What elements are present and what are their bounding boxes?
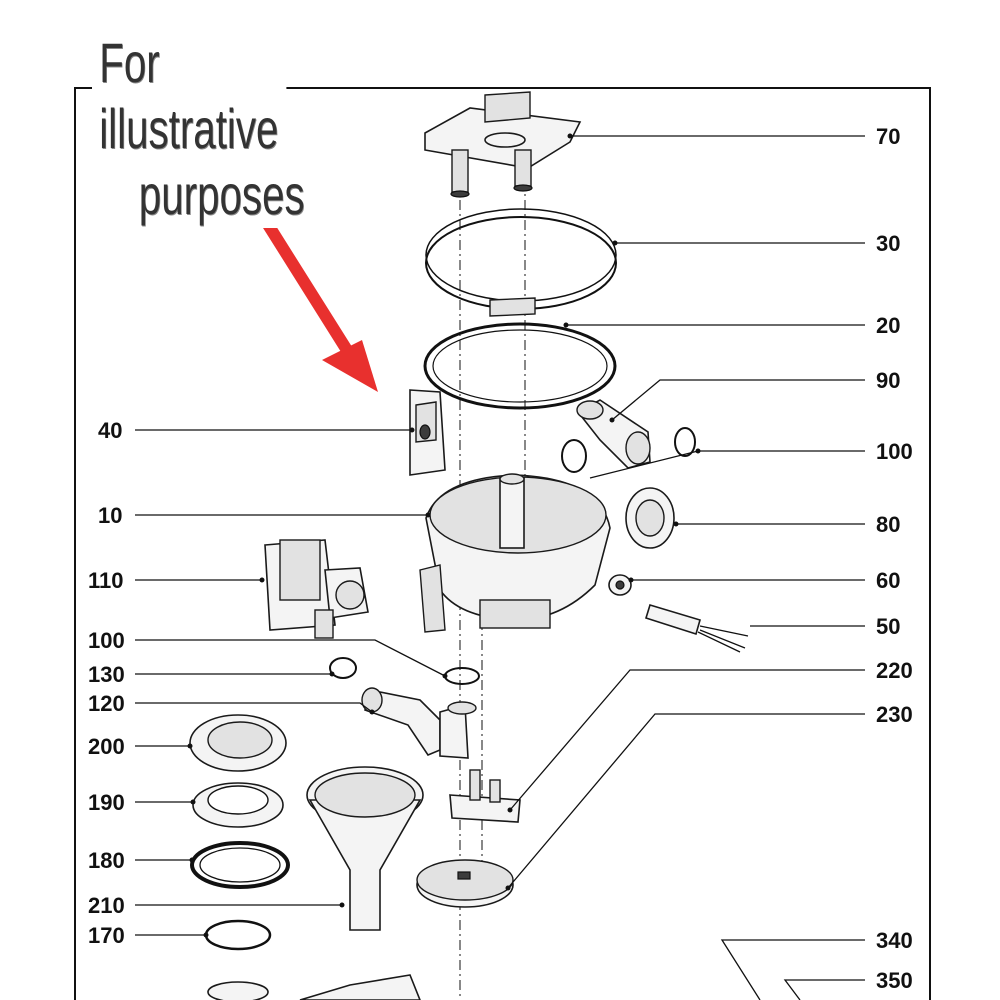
callout-70: 70 [567,124,900,149]
callout-190: 190 [88,790,196,815]
svg-text:350: 350 [876,968,913,993]
svg-text:100: 100 [876,439,913,464]
lower-parts [207,974,421,1000]
svg-text:210: 210 [88,893,125,918]
svg-text:130: 130 [88,662,125,687]
part-130-clamp [329,657,357,679]
diagram-frame [74,87,931,1000]
callout-220: 220 [507,658,913,813]
part-120-hose [361,687,477,759]
callout-110: 110 [88,568,265,593]
callout-60: 60 [628,568,900,593]
svg-text:90: 90 [876,368,900,393]
callout-10: 10 [98,503,431,528]
part-80-seal [625,487,675,549]
callout-340: 340 [720,928,913,1000]
callout-200: 200 [88,734,193,759]
svg-text:220: 220 [876,658,913,683]
part-110-pump-motor [264,539,369,639]
svg-text:100: 100 [88,628,125,653]
callout-50: 50 [750,614,900,639]
callout-100-upper: 100 [589,439,913,479]
part-200-nut [189,714,287,772]
callout-130: 130 [88,662,335,687]
part-20-seal-ring [423,322,617,410]
svg-text:190: 190 [88,790,125,815]
caption-line-2: purposes [138,163,305,226]
svg-text:60: 60 [876,568,900,593]
callout-40: 40 [98,418,415,443]
callout-80: 80 [673,512,900,537]
part-180-gasket [190,841,290,889]
svg-text:230: 230 [876,702,913,727]
svg-text:30: 30 [876,231,900,256]
callout-100-lower: 100 [88,628,448,679]
svg-text:10: 10 [98,503,122,528]
callout-350: 350 [783,968,913,1000]
part-170-o-ring [204,919,272,951]
part-100-clamps [561,427,696,473]
svg-text:120: 120 [88,691,125,716]
callout-30: 30 [612,231,900,256]
part-30-band-clamp [425,208,617,317]
part-10-sump [419,473,611,633]
callout-20: 20 [563,313,900,338]
svg-text:70: 70 [876,124,900,149]
callout-120: 120 [88,691,375,716]
callout-170: 170 [88,923,209,948]
callout-180: 180 [88,848,195,873]
red-arrow-icon [256,209,378,392]
part-60-grommet [608,574,632,596]
part-90-hose [576,399,651,469]
illustrative-caption: For illustrative purposes [92,30,305,228]
callout-90: 90 [609,368,900,423]
callout-210: 210 [88,893,345,918]
part-50-sensor [645,604,749,653]
part-40-sensor [409,389,446,476]
part-190-ring [192,782,284,828]
part-70-cover [424,91,582,198]
svg-text:340: 340 [876,928,913,953]
svg-text:180: 180 [88,848,125,873]
svg-text:20: 20 [876,313,900,338]
svg-text:110: 110 [88,568,124,593]
svg-text:40: 40 [98,418,122,443]
part-220-sensor-bracket [449,769,521,823]
caption-line-1: For illustrative [99,31,279,160]
svg-text:200: 200 [88,734,125,759]
svg-text:80: 80 [876,512,900,537]
callout-230: 230 [505,702,913,891]
svg-text:170: 170 [88,923,125,948]
svg-text:50: 50 [876,614,900,639]
part-210-funnel [306,766,424,931]
part-100-clamp-lower [444,667,480,685]
part-230-cap [416,859,514,908]
